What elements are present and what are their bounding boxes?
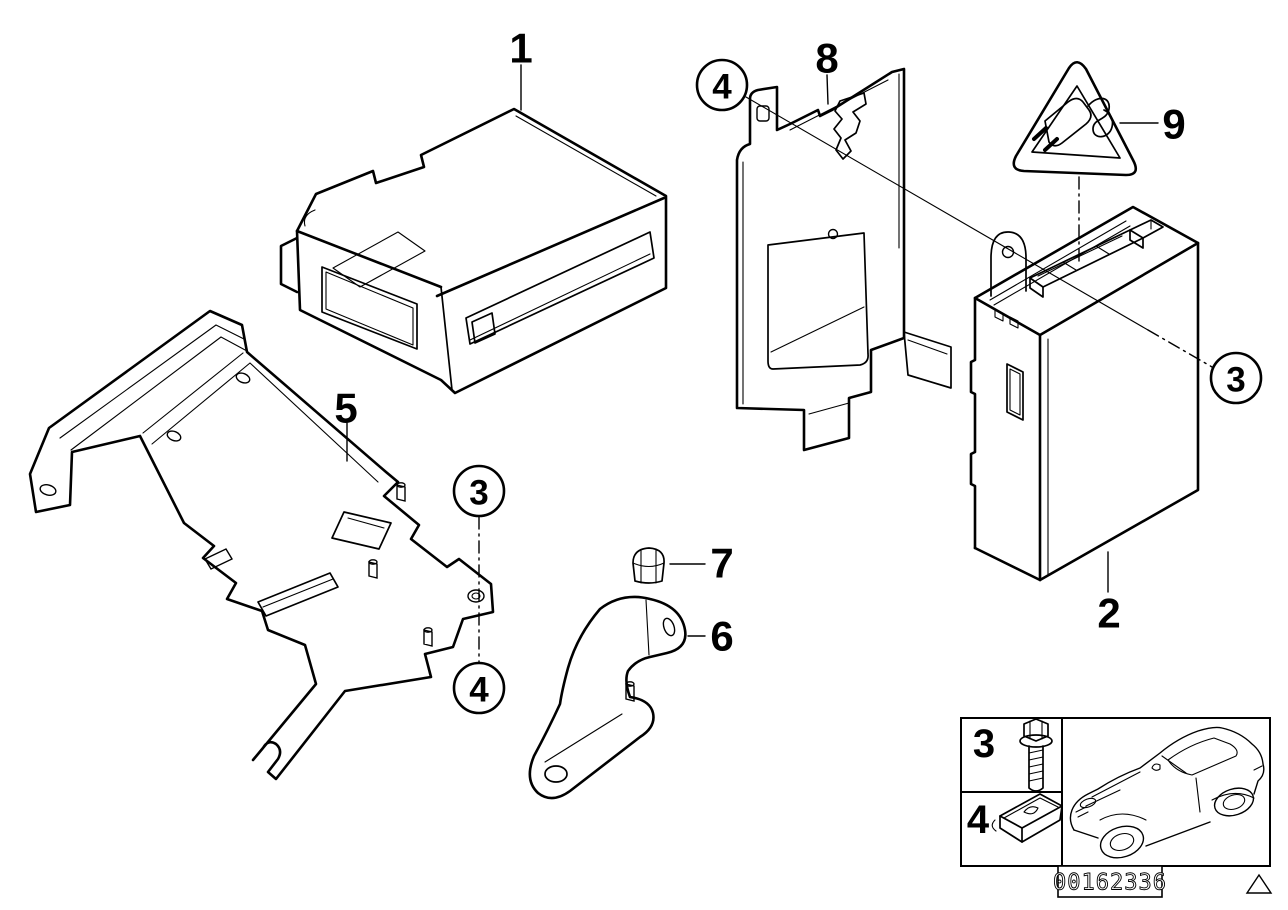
part-number-box: 00162336: [1053, 865, 1167, 898]
svg-text:3: 3: [469, 474, 488, 513]
svg-text:3: 3: [1226, 361, 1245, 400]
callout-7-label: 7: [710, 540, 733, 587]
callout-5-label: 5: [334, 385, 357, 432]
svg-text:4: 4: [469, 671, 489, 710]
legend-row-bolt: 3: [973, 718, 1053, 792]
corner-triangle-icon: [1245, 873, 1273, 894]
legend-bolt-label: 3: [973, 722, 995, 766]
part-7-nut-drawing: [632, 547, 665, 584]
callout-3-circle-right: 3: [1209, 351, 1263, 405]
warning-triangle-icon: [1012, 60, 1138, 177]
car-silhouette-icon: [1069, 726, 1265, 859]
callout-2-label: 2: [1097, 590, 1120, 637]
callout-8-label: 8: [815, 35, 838, 82]
callout-9-label: 9: [1162, 101, 1185, 148]
callout-4-circle-top: 4: [695, 58, 749, 112]
leader-lines: [346, 64, 1213, 663]
power-plug-icon: [1032, 97, 1114, 152]
part-5-bracket-drawing: [28, 309, 495, 781]
callout-6-label: 6: [710, 613, 733, 660]
callout-3-circle-left: 3: [452, 464, 506, 518]
legend-box: 3 4: [960, 717, 1271, 867]
svg-text:4: 4: [712, 68, 732, 107]
part-number: 00162336: [1053, 871, 1167, 896]
callout-1-label: 1: [509, 25, 532, 72]
part-2-module-drawing: [969, 205, 1200, 582]
part-8-bracket-drawing: [735, 67, 952, 452]
part-1-navigation-computer-drawing: [279, 107, 668, 395]
clip-icon: [991, 793, 1063, 843]
part-6-bracket-drawing: [528, 595, 687, 800]
callout-4-circle-left: 4: [452, 661, 506, 715]
hex-bolt-icon: [1019, 718, 1053, 792]
legend-row-clip: 4: [967, 793, 1063, 843]
legend-clip-label: 4: [967, 798, 990, 842]
